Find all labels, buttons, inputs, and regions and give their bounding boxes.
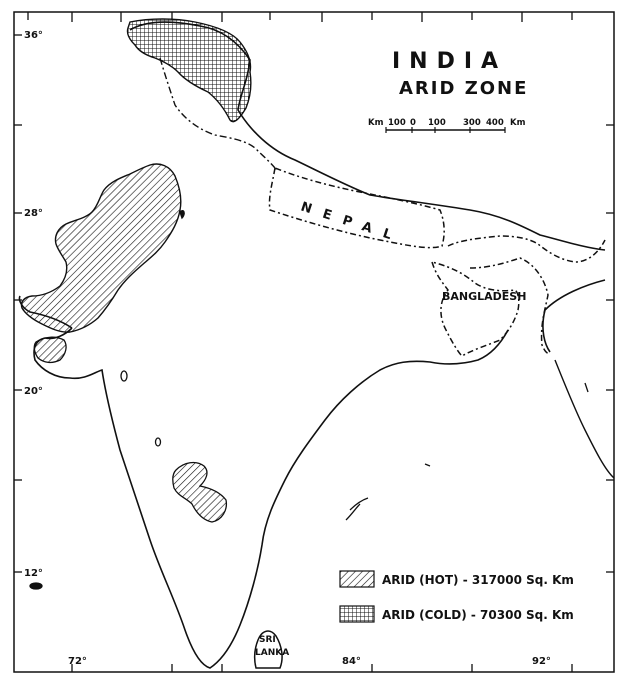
legend-label-cold: ARID (COLD) - 70300 Sq. Km <box>382 608 574 622</box>
northeast-border <box>447 235 606 354</box>
scale-tick-label: 100 <box>428 118 446 128</box>
map-small-features <box>29 210 589 590</box>
kashmir-border <box>159 57 276 169</box>
legend-label-hot: ARID (HOT) - 317000 Sq. Km <box>382 573 574 587</box>
scale-tick-label: 100 <box>388 118 406 128</box>
lat-label: 28° <box>24 208 43 219</box>
arid-cold-zone <box>126 18 252 123</box>
sri-label: SRI <box>259 635 276 645</box>
map-title: INDIA <box>392 49 507 74</box>
lat-label: 36° <box>24 30 43 41</box>
scale-unit-right: Km <box>510 118 526 128</box>
lon-label: 84° <box>342 656 361 667</box>
east-coast-detail <box>554 359 615 479</box>
arid-hot-zone <box>20 163 182 333</box>
scale-tick-label: 300 <box>463 118 481 128</box>
map-border <box>13 11 615 673</box>
lon-label: 92° <box>532 656 551 667</box>
scale-bar: Km 100 0 100 300 400 Km <box>368 118 526 133</box>
lat-label: 12° <box>24 568 43 579</box>
sri-lanka-outline <box>253 630 283 669</box>
lat-label: 20° <box>24 386 43 397</box>
scale-tick-label: 400 <box>486 118 504 128</box>
legend-swatch-hot <box>339 570 375 588</box>
legend: ARID (HOT) - 317000 Sq. Km ARID (COLD) -… <box>339 570 574 623</box>
bangladesh-border <box>430 260 520 357</box>
arid-hot-deccan <box>172 461 228 523</box>
legend-swatch-cold <box>339 605 375 623</box>
map-subtitle: ARID ZONE <box>399 78 528 99</box>
lon-label: 72° <box>68 656 87 667</box>
lanka-label: LANKA <box>255 648 289 658</box>
scale-unit-left: Km <box>368 118 384 128</box>
nepal-border <box>268 166 445 249</box>
scale-tick-label: 0 <box>410 118 416 128</box>
bangladesh-label: BANGLADESH <box>442 290 526 303</box>
arid-hot-kutch <box>33 336 67 364</box>
